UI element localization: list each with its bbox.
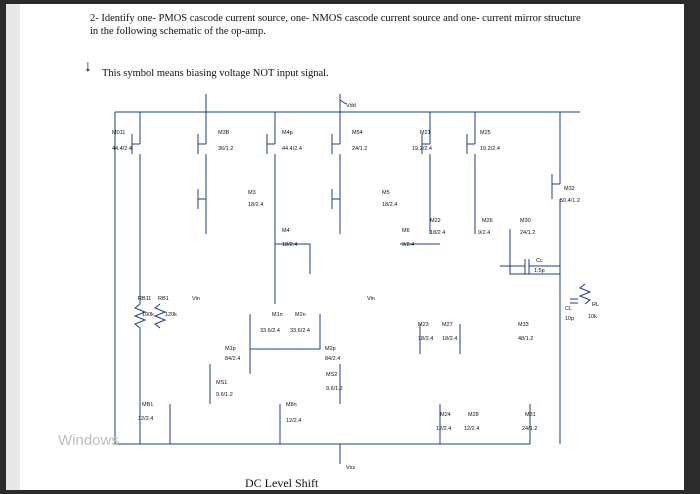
legend-note: This symbol means biasing voltage NOT in… — [102, 68, 329, 79]
rb11-label: RB11 — [138, 296, 151, 302]
m3-label: M3 — [248, 190, 256, 196]
question-line-1: 2- Identify one- PMOS cascode current so… — [90, 13, 581, 24]
rb1-value: 120k — [165, 312, 177, 318]
m6-label: M6 — [402, 228, 410, 234]
cc-label: Cc — [536, 258, 543, 264]
m3b-size: 36/1.2 — [218, 146, 233, 152]
m2n-size: 33.6/2.4 — [290, 328, 310, 334]
m4-size: 18/2.4 — [282, 242, 297, 248]
m27-size: 18/2.4 — [442, 336, 457, 342]
m21-size: 19.2/2.4 — [412, 146, 432, 152]
m2p-size: 84/2.4 — [325, 356, 340, 362]
m21-label: M21 — [420, 130, 431, 136]
vdd-label: Vdd — [346, 103, 356, 109]
m30-size: 24/1.2 — [520, 230, 535, 236]
m5-label: M5 — [382, 190, 390, 196]
m011-label: M011 — [112, 130, 125, 136]
vin-right-label: Vin — [367, 296, 375, 302]
m28-size: 12/2.4 — [464, 426, 479, 432]
m28-label: M28 — [468, 412, 479, 418]
m8n-label: M8n — [286, 402, 297, 408]
m2p-label: M2p — [325, 346, 336, 352]
m22-label: M22 — [430, 218, 441, 224]
ms2-label: MS2 — [326, 372, 337, 378]
m26-size: 9/2.4 — [478, 230, 490, 236]
m30-label: M30 — [520, 218, 531, 224]
bias-arrow-icon: ↓ — [84, 58, 92, 75]
m23-size: 18/2.4 — [418, 336, 433, 342]
m4-label: M4 — [282, 228, 290, 234]
m3b-label: M3B — [218, 130, 230, 136]
m24-size: 12/2.4 — [436, 426, 451, 432]
rb1-label: RB1 — [158, 296, 169, 302]
m25-size: 19.2/2.4 — [480, 146, 500, 152]
question-text: 2- Identify one- PMOS cascode current so… — [90, 12, 650, 38]
rb11-value: 100k — [142, 312, 154, 318]
m4p-size: 44.4/2.4 — [282, 146, 302, 152]
question-line-2: in the following schematic of the op-amp… — [90, 26, 266, 37]
m54-size: 24/1.2 — [352, 146, 367, 152]
m22-size: 18/2.4 — [430, 230, 445, 236]
m27-label: M27 — [442, 322, 453, 328]
m6-size: 9/2.4 — [402, 242, 414, 248]
ms1-size: 9.6/1.2 — [216, 392, 233, 398]
m3-size: 18/2.4 — [248, 202, 263, 208]
vss-label: Vss — [346, 465, 355, 471]
dc-level-shift-label: DC Level Shift — [245, 476, 319, 490]
left-frame — [114, 112, 160, 445]
cl-value: 10p — [565, 316, 574, 322]
m4p-label: M4p — [282, 130, 293, 136]
m8n-size: 12/2.4 — [286, 418, 301, 424]
rl-label: RL — [592, 302, 599, 308]
m1n-size: 33.6/2.4 — [260, 328, 280, 334]
m31-label: M31 — [525, 412, 536, 418]
m5-size: 18/2.4 — [382, 202, 397, 208]
m31-size: 24/1.2 — [522, 426, 537, 432]
m011-size: 44.4/2.4 — [112, 146, 132, 152]
m33-size: 48/1.2 — [518, 336, 533, 342]
ms1-label: MS1 — [216, 380, 227, 386]
cc-value: 1.5p — [534, 268, 545, 274]
cl-label: CL — [565, 306, 572, 312]
windows-watermark: Windows — [58, 432, 119, 449]
document-page: 2- Identify one- PMOS cascode current so… — [6, 4, 684, 490]
rl-value: 10k — [588, 314, 597, 320]
m33-label: M33 — [518, 322, 529, 328]
m1p-label: M1p — [225, 346, 236, 352]
m23-label: M23 — [418, 322, 429, 328]
m32-size: 50.4/1.2 — [560, 198, 580, 204]
mb1-size: 12/2.4 — [138, 416, 153, 422]
m1n-label: M1n — [272, 312, 283, 318]
m32-label: M32 — [564, 186, 575, 192]
m54-label: M54 — [352, 130, 363, 136]
m26-label: M26 — [482, 218, 493, 224]
m2n-label: M2n — [295, 312, 306, 318]
opamp-schematic: Vdd M011 44.4/2.4 M3B 36/1.2 M4p 44.4/2.… — [112, 94, 599, 471]
mb1-label: MB1 — [142, 402, 153, 408]
vin-left-label: Vin — [192, 296, 200, 302]
m24-label: M24 — [440, 412, 451, 418]
m25-label: M25 — [480, 130, 491, 136]
m1p-size: 84/2.4 — [225, 356, 240, 362]
ms2-size: 9.6/1.2 — [326, 386, 343, 392]
